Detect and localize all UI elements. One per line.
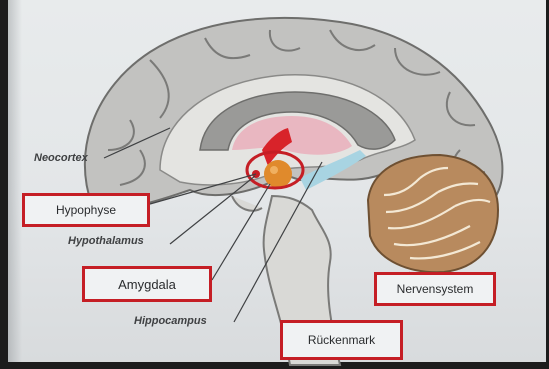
box-nervensystem: Nervensystem	[374, 272, 496, 306]
amygdala-node	[264, 160, 292, 188]
label-hippocampus: Hippocampus	[134, 316, 207, 327]
cerebellum	[368, 155, 498, 272]
box-hypophyse: Hypophyse	[22, 193, 150, 227]
label-hypothalamus: Hypothalamus	[68, 236, 144, 247]
amygdala-highlight	[270, 166, 278, 174]
pons-bulge	[232, 196, 262, 211]
label-neocortex: Neocortex	[34, 153, 88, 164]
box-rueckenmark: Rückenmark	[280, 320, 403, 360]
box-amygdala: Amygdala	[82, 266, 212, 302]
